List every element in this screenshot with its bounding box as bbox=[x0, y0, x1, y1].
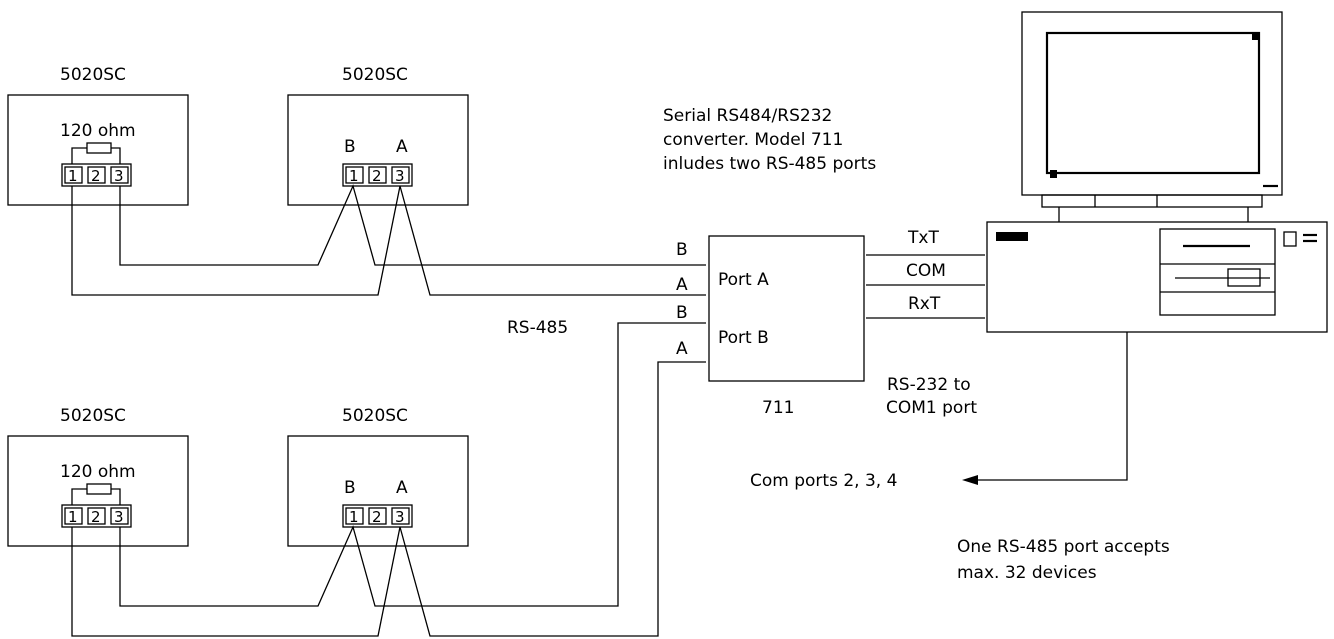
lower-wire-a bbox=[71, 361, 706, 637]
device-2-label-b: B bbox=[344, 137, 356, 157]
device-4-terminal-block: 1 2 3 bbox=[342, 504, 413, 528]
rxt-label: RxT bbox=[908, 294, 941, 314]
device-1-resistor bbox=[86, 142, 112, 154]
capacity-note-line-2: max. 32 devices bbox=[957, 563, 1097, 583]
rs485-bus-label: RS-485 bbox=[507, 318, 568, 338]
computer bbox=[962, 11, 1328, 485]
device-1-title: 5020SC bbox=[60, 65, 126, 85]
device-3-terminal-block: 1 2 3 bbox=[61, 504, 132, 528]
converter-box bbox=[708, 235, 865, 382]
converter-port-a-label: Port A bbox=[718, 270, 769, 290]
power-indicator bbox=[1283, 231, 1297, 247]
device-1-terminal-2: 2 bbox=[91, 167, 101, 185]
device-3-box bbox=[7, 435, 189, 547]
com-label: COM bbox=[906, 261, 946, 281]
drive-slot bbox=[996, 232, 1028, 241]
device-1-terminal-1: 1 bbox=[68, 167, 78, 185]
device-2-terminal-3: 3 bbox=[395, 167, 405, 185]
device-3: 5020SC 120 ohm 1 2 3 bbox=[7, 406, 189, 547]
device-4-label-b: B bbox=[344, 478, 356, 498]
device-3-resistor bbox=[86, 483, 112, 495]
com-ports-label: Com ports 2, 3, 4 bbox=[750, 471, 897, 491]
device-1-terminal-3: 3 bbox=[114, 167, 124, 185]
com-ports-arrow bbox=[962, 475, 978, 485]
device-4-label-a: A bbox=[396, 478, 408, 498]
device-1-terminal-block: 1 2 3 bbox=[61, 163, 132, 187]
converter-description-line-2: converter. Model 711 bbox=[663, 130, 843, 150]
lower-rs485-wiring bbox=[71, 322, 706, 637]
device-2-terminal-block: 1 2 3 bbox=[342, 163, 413, 187]
device-1-box bbox=[7, 94, 189, 206]
system-unit bbox=[986, 221, 1328, 333]
converter-model-label: 711 bbox=[762, 398, 794, 418]
wire-label-b-1: B bbox=[676, 240, 688, 260]
rs232-note-line-2: COM1 port bbox=[886, 398, 977, 418]
device-2: 5020SC B A 1 2 3 bbox=[287, 65, 469, 206]
upper-rs485-wiring bbox=[71, 184, 706, 296]
monitor bbox=[1021, 11, 1283, 222]
rs232-note-line-1: RS-232 to bbox=[887, 375, 971, 395]
device-3-terminal-2: 2 bbox=[91, 508, 101, 526]
device-3-terminal-1: 1 bbox=[68, 508, 78, 526]
device-3-terminal-3: 3 bbox=[114, 508, 124, 526]
lower-wire-b bbox=[119, 322, 706, 607]
monitor-screen bbox=[1045, 31, 1261, 175]
device-2-title: 5020SC bbox=[342, 65, 408, 85]
drive-bay bbox=[1159, 228, 1276, 316]
device-4-terminal-2: 2 bbox=[372, 508, 382, 526]
converter-711: Serial RS484/RS232 converter. Model 711 … bbox=[663, 106, 876, 418]
txt-label: TxT bbox=[907, 228, 939, 248]
converter-description-line-1: Serial RS484/RS232 bbox=[663, 106, 832, 126]
upper-wire-a bbox=[71, 185, 706, 296]
monitor-base bbox=[1041, 194, 1263, 208]
device-4: 5020SC B A 1 2 3 bbox=[287, 406, 469, 547]
device-2-terminal-1: 1 bbox=[349, 167, 359, 185]
device-4-box bbox=[287, 435, 469, 547]
device-4-terminal-3: 3 bbox=[395, 508, 405, 526]
wire-label-a-1: A bbox=[676, 275, 688, 295]
device-1: 5020SC 120 ohm 1 2 3 bbox=[7, 65, 189, 206]
device-4-title: 5020SC bbox=[342, 406, 408, 426]
com-ports-cable bbox=[972, 332, 1128, 481]
converter-description-line-3: inludes two RS-485 ports bbox=[663, 154, 876, 174]
device-2-label-a: A bbox=[396, 137, 408, 157]
device-2-terminal-2: 2 bbox=[372, 167, 382, 185]
capacity-note-line-1: One RS-485 port accepts bbox=[957, 537, 1170, 557]
device-4-terminal-1: 1 bbox=[349, 508, 359, 526]
serial-lines: TxT COM RxT bbox=[866, 228, 985, 319]
device-3-resistor-label: 120 ohm bbox=[60, 462, 136, 482]
converter-port-b-label: Port B bbox=[718, 328, 769, 348]
upper-wire-b bbox=[119, 184, 706, 266]
wire-label-a-2: A bbox=[676, 339, 688, 359]
device-3-title: 5020SC bbox=[60, 406, 126, 426]
device-2-box bbox=[287, 94, 469, 206]
wire-label-b-2: B bbox=[676, 303, 688, 323]
device-1-resistor-label: 120 ohm bbox=[60, 121, 136, 141]
